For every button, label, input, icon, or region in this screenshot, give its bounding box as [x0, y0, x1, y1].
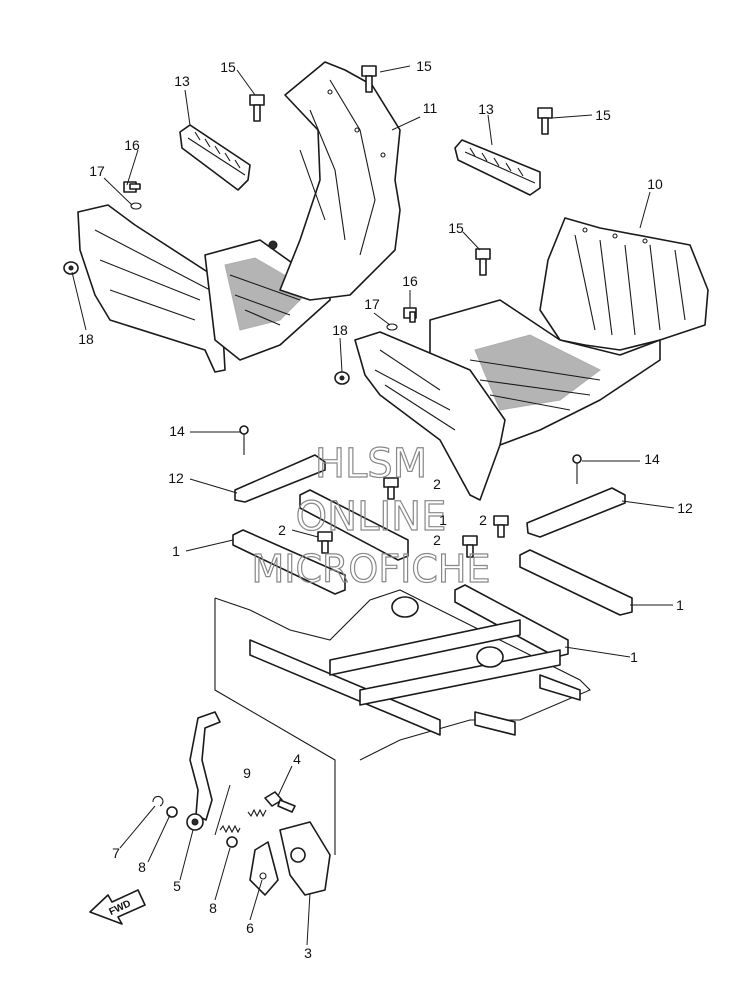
callout-14: 14	[169, 423, 185, 439]
callout-2: 2	[433, 532, 441, 548]
callout-1: 1	[676, 597, 684, 613]
callout-12: 12	[677, 500, 693, 516]
callout-16: 16	[124, 137, 140, 153]
callout-1: 1	[439, 512, 447, 528]
callout-2: 2	[479, 512, 487, 528]
callout-14: 14	[644, 451, 660, 467]
callout-9: 9	[243, 765, 251, 781]
callout-8: 8	[209, 900, 217, 916]
callout-1: 1	[630, 649, 638, 665]
callout-13: 13	[174, 73, 190, 89]
frame	[214, 589, 591, 855]
callout-15: 15	[448, 220, 464, 236]
callout-8: 8	[138, 859, 146, 875]
callout-17: 17	[364, 296, 380, 312]
callout-18: 18	[78, 331, 94, 347]
callout-16: 16	[402, 273, 418, 289]
callout-6: 6	[246, 920, 254, 936]
callout-13: 13	[478, 101, 494, 117]
callout-17: 17	[89, 163, 105, 179]
callout-15: 15	[416, 58, 432, 74]
brake-pedal-parts	[152, 711, 331, 896]
callout-5: 5	[173, 878, 181, 894]
watermark-line2: ONLINE	[296, 494, 447, 540]
left-footrest	[77, 61, 401, 373]
callout-4: 4	[293, 751, 301, 767]
callout-2: 2	[278, 522, 286, 538]
callouts: 15 15 15 15 13 13 11 10 16 16 17 17 18 1…	[78, 58, 693, 961]
callout-11: 11	[423, 100, 438, 116]
callout-15: 15	[595, 107, 611, 123]
hardware	[63, 65, 582, 558]
leader-lines	[71, 65, 675, 946]
callout-7: 7	[112, 845, 120, 861]
callout-3: 3	[304, 945, 312, 961]
callout-2: 2	[433, 476, 441, 492]
watermark-line1: HLSM	[315, 441, 427, 487]
callout-10: 10	[647, 176, 663, 192]
callout-18: 18	[332, 322, 348, 338]
callout-1: 1	[172, 543, 180, 559]
fwd-arrow-icon: FWD	[89, 889, 146, 925]
callout-15: 15	[220, 59, 236, 75]
callout-12: 12	[168, 470, 184, 486]
watermark-line3: MICROFICHE	[251, 547, 490, 591]
watermark: HLSM ONLINE MICROFICHE	[251, 440, 491, 591]
right-footrest	[354, 139, 709, 501]
